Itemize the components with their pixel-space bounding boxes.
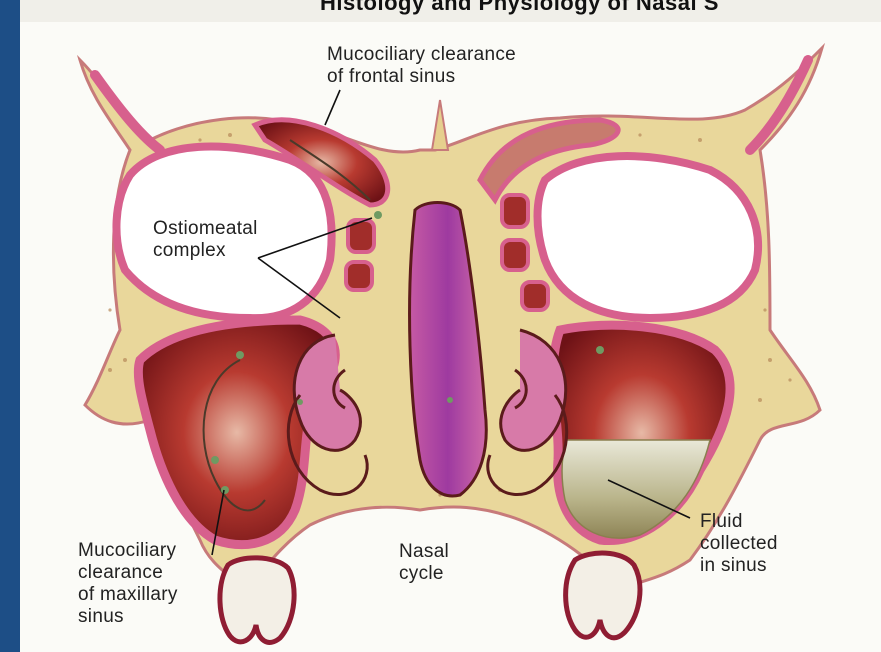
right-orbit xyxy=(538,156,759,318)
left-tooth xyxy=(220,558,294,643)
label-maxillary-clearance: Mucociliary clearance of maxillary sinus xyxy=(78,540,178,628)
right-tooth xyxy=(566,553,640,638)
label-nasal-cycle: Nasal cycle xyxy=(399,541,449,585)
label-frontal-clearance: Mucociliary clearance of frontal sinus xyxy=(327,44,516,88)
label-ostiomeatal-complex: Ostiomeatal complex xyxy=(153,218,258,262)
label-fluid-collected: Fluid collected in sinus xyxy=(700,511,778,577)
leader-frontal xyxy=(325,90,340,125)
